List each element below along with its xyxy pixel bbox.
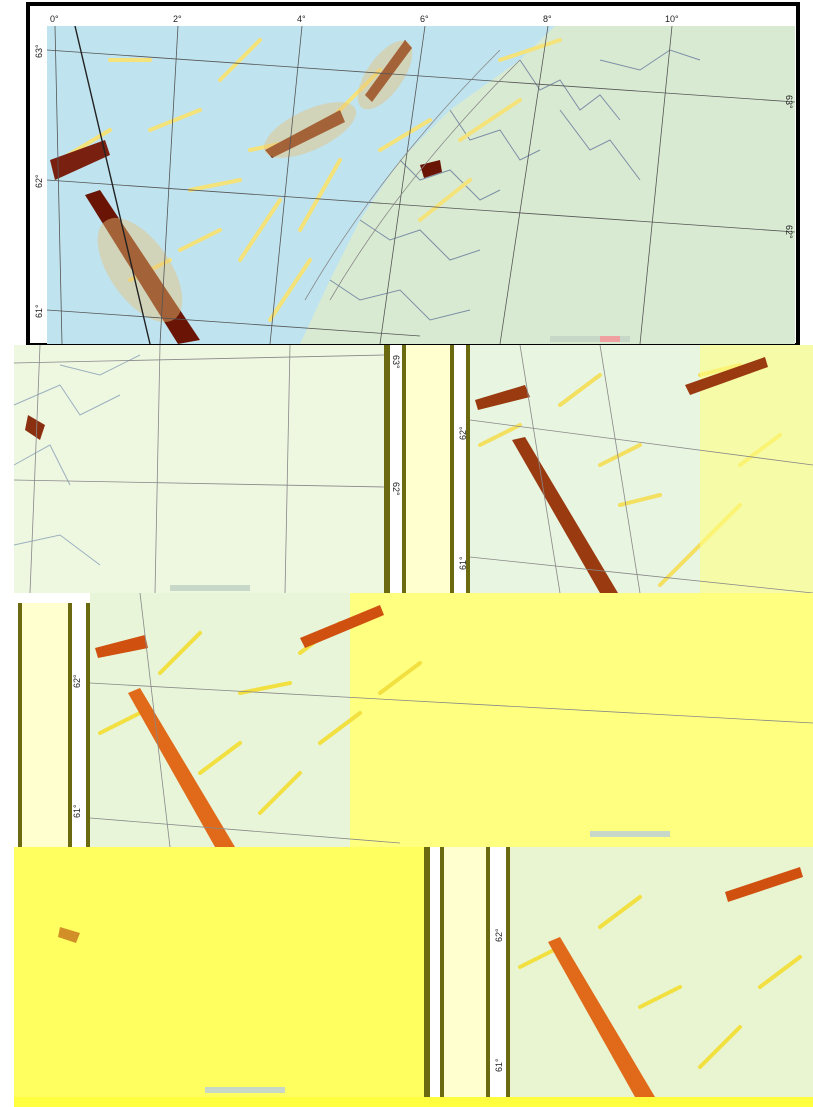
strip-3: 62° 61° (18, 593, 813, 847)
lat-label: 63° (34, 44, 44, 58)
lat-label: 62° (784, 225, 794, 239)
lat-label: 62° (34, 174, 44, 188)
dark-fault-upper (50, 140, 110, 180)
lon-label: 0° (50, 14, 59, 24)
top-map-panel: 0° 2° 4° 6° 8° 10° 63° 62° 61° 63° 62° (26, 0, 800, 345)
lat-label: 63° (391, 355, 401, 369)
coastline (329, 49, 701, 321)
strip-2: 63° 62° 62° 61° (13, 345, 813, 593)
dark-fault-main (85, 190, 200, 344)
lat-label: 62° (72, 674, 82, 688)
lat-label: 61° (494, 1058, 504, 1072)
lon-label: 8° (543, 14, 552, 24)
lat-label: 63° (784, 95, 794, 109)
lat-label: 62° (494, 928, 504, 942)
lat-label: 62° (458, 426, 468, 440)
strip-4: 62° 61° (14, 847, 813, 1107)
lon-label: 10° (665, 14, 679, 24)
lat-label: 61° (72, 804, 82, 818)
lat-label: 61° (34, 304, 44, 318)
dark-fault-center (265, 110, 345, 158)
dark-spot (420, 160, 442, 178)
fault-lines (58, 38, 562, 322)
graticule (46, 25, 796, 345)
land-area (300, 26, 795, 344)
lat-label: 61° (458, 556, 468, 570)
lon-label: 6° (420, 14, 429, 24)
lon-label: 2° (173, 14, 182, 24)
dark-fault-north (365, 40, 412, 102)
lat-label: 62° (391, 482, 401, 496)
lon-label: 4° (297, 14, 306, 24)
